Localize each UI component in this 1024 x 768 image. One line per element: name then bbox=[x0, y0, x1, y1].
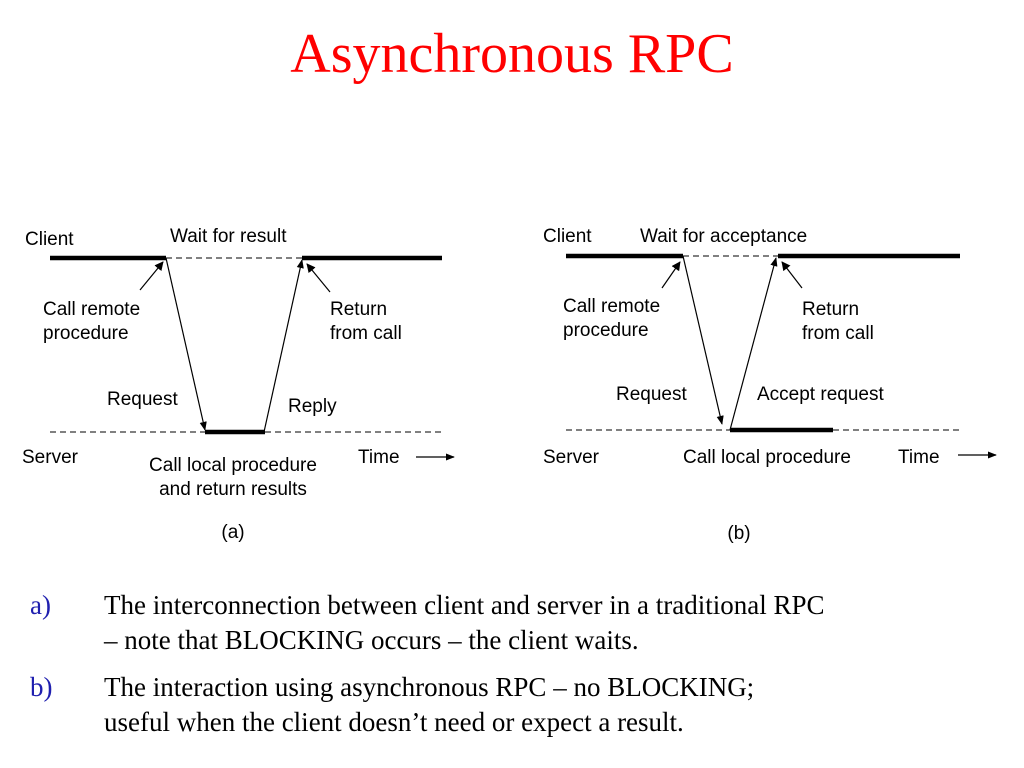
request-arrow-b bbox=[682, 255, 724, 425]
client-label-b: Client bbox=[543, 226, 592, 247]
return-label-a1: Return bbox=[330, 299, 387, 320]
diagram-b: Client Wait for acceptance Call remote p… bbox=[543, 226, 997, 544]
time-label-b: Time bbox=[898, 447, 940, 468]
caption-marker-a: a) bbox=[30, 590, 51, 620]
server-work-label-a1: Call local procedure bbox=[149, 455, 317, 476]
accept-label-b: Accept request bbox=[757, 384, 884, 405]
call-remote-label-b2: procedure bbox=[563, 320, 649, 341]
return-pointer-b bbox=[781, 261, 803, 289]
reply-arrow-a bbox=[263, 259, 304, 433]
slide-title: Asynchronous RPC bbox=[290, 23, 734, 85]
wait-label-b: Wait for acceptance bbox=[640, 226, 807, 247]
server-label-a: Server bbox=[22, 447, 79, 468]
call-remote-label-b1: Call remote bbox=[563, 296, 660, 317]
server-work-label-a2: and return results bbox=[159, 479, 307, 500]
client-label-a: Client bbox=[25, 229, 74, 250]
accept-arrow-b bbox=[729, 257, 778, 431]
caption-text-a2: – note that BLOCKING occurs – the client… bbox=[104, 625, 639, 655]
call-remote-label-a2: procedure bbox=[43, 323, 129, 344]
diagram-a: Client Wait for result Call remote proce… bbox=[22, 226, 455, 543]
caption-text-b1: The interaction using asynchronous RPC –… bbox=[104, 672, 755, 702]
caption-marker-b: b) bbox=[30, 672, 53, 702]
return-pointer-a bbox=[306, 263, 331, 293]
caption-label-b: (b) bbox=[727, 523, 750, 544]
return-label-a2: from call bbox=[330, 323, 402, 344]
caption-text-a1: The interconnection between client and s… bbox=[104, 590, 825, 620]
wait-label-a: Wait for result bbox=[170, 226, 287, 247]
request-label-b: Request bbox=[616, 384, 687, 405]
request-label-a: Request bbox=[107, 389, 178, 410]
caption-text-b2: useful when the client doesn’t need or e… bbox=[104, 707, 684, 737]
return-label-b1: Return bbox=[802, 299, 859, 320]
rpc-diagrams: Client Wait for result Call remote proce… bbox=[22, 226, 997, 544]
time-label-a: Time bbox=[358, 447, 400, 468]
return-label-b2: from call bbox=[802, 323, 874, 344]
server-work-label-b1: Call local procedure bbox=[683, 447, 851, 468]
call-remote-pointer-b bbox=[661, 261, 681, 289]
call-remote-pointer-a bbox=[139, 261, 164, 291]
reply-label-a: Reply bbox=[288, 396, 337, 417]
server-label-b: Server bbox=[543, 447, 600, 468]
request-arrow-a bbox=[165, 257, 207, 431]
caption-label-a: (a) bbox=[221, 522, 244, 543]
call-remote-label-a1: Call remote bbox=[43, 299, 140, 320]
